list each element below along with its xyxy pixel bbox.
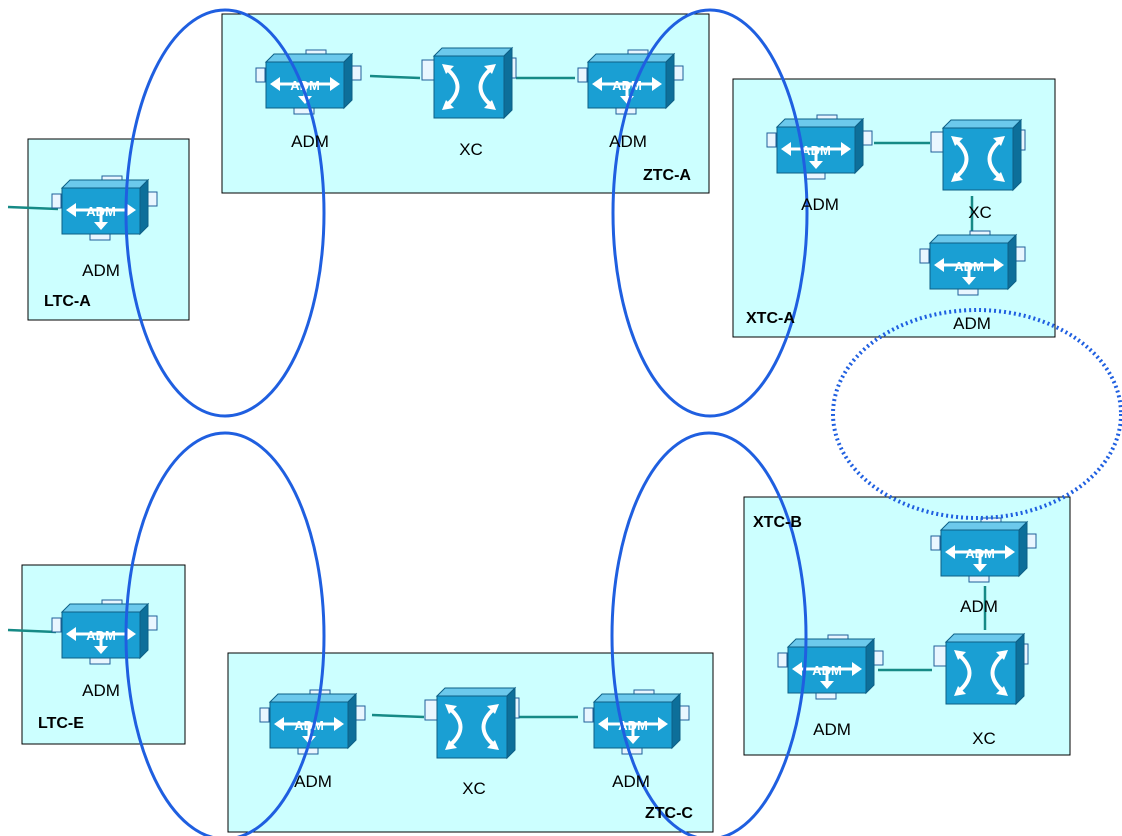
device-label-adm: ADM — [953, 314, 991, 333]
device-label-xc: XC — [972, 729, 996, 748]
adm-badge: ADM — [294, 718, 324, 733]
adm-badge: ADM — [801, 143, 831, 158]
cross-connect-icon — [932, 632, 1030, 706]
ring-bottom-left — [124, 431, 326, 836]
device-label-adm: ADM — [82, 681, 120, 700]
device-label-adm: ADM — [82, 261, 120, 280]
adm-badge: ADM — [86, 204, 116, 219]
site-label-xtc-b: XTC-B — [753, 514, 802, 531]
device-label-adm: ADM — [813, 720, 851, 739]
link-ztc-c-adm1-xc — [371, 713, 425, 719]
site-label-xtc-a: XTC-A — [746, 310, 795, 327]
site-label-ltc-a: LTC-A — [44, 293, 91, 310]
cross-connect-icon — [420, 46, 518, 120]
device-label-adm: ADM — [801, 195, 839, 214]
ring-top-right — [611, 8, 809, 418]
adm-badge: ADM — [965, 546, 995, 561]
cross-connect-icon — [929, 118, 1027, 192]
ring-top-left — [124, 8, 326, 418]
adm-badge: ADM — [954, 259, 984, 274]
device-label-xc: XC — [459, 140, 483, 159]
device-label-adm: ADM — [960, 597, 998, 616]
ring-xtc-dotted — [831, 308, 1122, 520]
site-label-ztc-c: ZTC-C — [645, 805, 693, 822]
adm-badge: ADM — [86, 628, 116, 643]
device-label-adm: ADM — [609, 132, 647, 151]
ring-bottom-right — [610, 431, 808, 836]
adm-badge: ADM — [618, 718, 648, 733]
site-label-ztc-a: ZTC-A — [643, 167, 691, 184]
device-label-adm: ADM — [291, 132, 329, 151]
site-label-ltc-e: LTC-E — [38, 715, 84, 732]
device-label-adm: ADM — [612, 772, 650, 791]
adm-badge: ADM — [812, 663, 842, 678]
site-box-xtc-a — [732, 78, 1056, 338]
cross-connect-icon — [423, 686, 521, 760]
device-label-adm: ADM — [294, 772, 332, 791]
adm-badge: ADM — [290, 78, 320, 93]
device-label-xc: XC — [462, 779, 486, 798]
link-external-ltc-a — [7, 205, 59, 211]
device-label-xc: XC — [968, 203, 992, 222]
link-ztc-a-adm1-xc — [369, 74, 421, 80]
link-external-ltc-e — [7, 628, 57, 634]
